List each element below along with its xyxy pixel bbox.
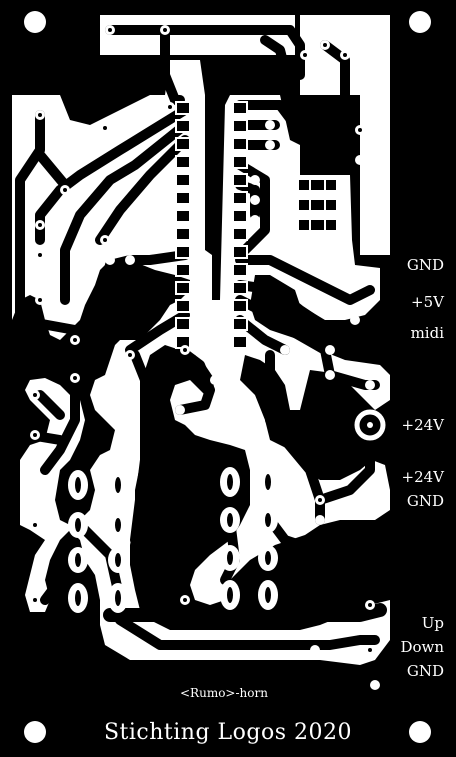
label-gnd-mid: GND [406,492,444,510]
dip-socket-pads [297,178,338,232]
trace-24 [175,345,215,415]
cleared-areas [12,15,390,665]
trace-25 [130,350,150,545]
label-down: Down [400,638,444,656]
ic-left-pins [175,101,191,349]
trace-2 [160,25,185,105]
trace-9 [35,150,70,190]
trace-8 [15,110,80,335]
label-up: Up [421,614,444,632]
label-plus5v: +5V [411,293,444,311]
trace-35 [103,603,387,622]
label-plus24v-b: +24V [401,468,445,486]
trace-28 [40,375,80,475]
board-title: Stichting Logos 2020 [103,720,352,745]
trace-6 [60,120,190,305]
trace-26 [315,420,375,505]
traces [15,25,387,650]
label-gnd-bottom: GND [406,662,444,680]
pads [175,101,338,349]
trace-10 [235,100,345,145]
trace-18 [235,255,375,305]
trace-1 [105,25,305,80]
power-ring-pad [354,409,386,441]
trace-19 [235,280,375,335]
trace-21 [235,315,290,355]
mounting-holes [24,11,431,743]
oval-pad-holes [75,474,271,606]
trace-4 [320,40,360,165]
label-plus24v-a: +24V [401,416,445,434]
label-midi: midi [410,324,444,342]
trace-34 [265,515,325,550]
trace-29 [35,390,65,420]
author-label: <Rumo>-horn [180,686,268,700]
trace-22 [100,250,190,300]
clear-right-column [360,95,390,255]
trace-3 [260,35,295,95]
trace-13 [235,160,270,255]
trace-5 [35,105,190,245]
via-holes [33,28,372,652]
clear-region-main [12,60,390,665]
ic-right-pins [232,101,248,349]
label-gnd-top: GND [406,256,444,274]
trace-7 [95,135,190,245]
